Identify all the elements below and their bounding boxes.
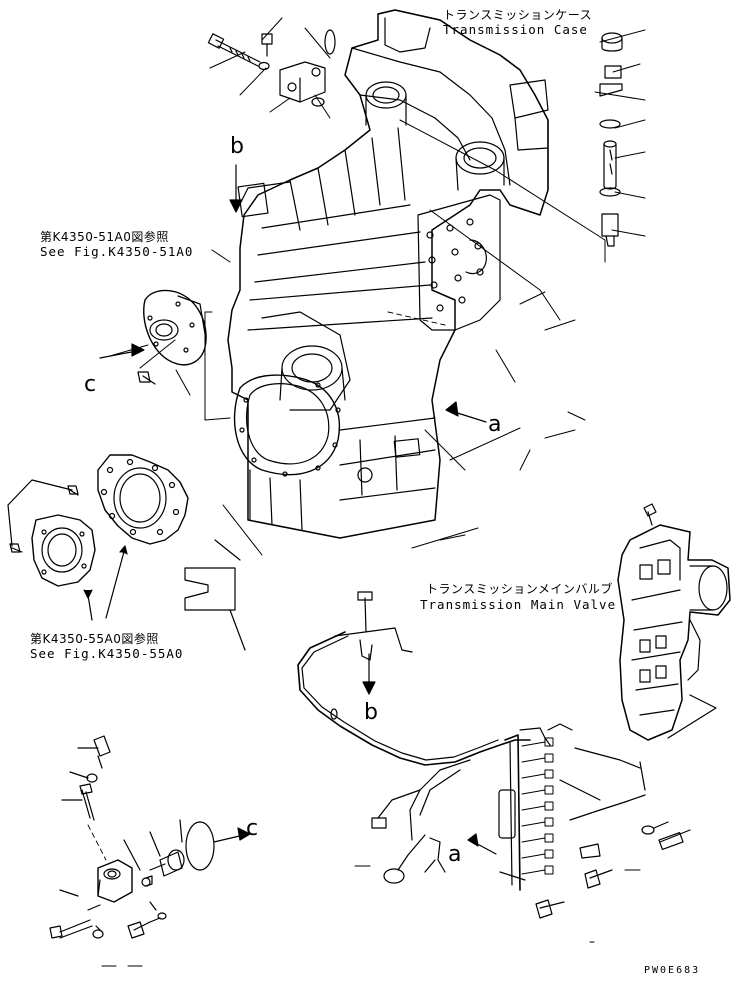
reference-letter-b-lower: b — [364, 700, 378, 725]
leader-lines — [110, 18, 645, 555]
reference-letter-c-left: c — [84, 372, 97, 397]
transmission-case-drawing — [228, 10, 548, 538]
fig51-reference-en: See Fig.K4350-51A0 — [40, 244, 194, 259]
fig55-reference-en: See Fig.K4350-55A0 — [30, 646, 184, 661]
output-flange-part — [138, 290, 206, 384]
top-left-sensor-parts — [208, 30, 335, 106]
minor-leader-ticks — [102, 866, 640, 966]
reference-letter-a-lower: a — [448, 842, 462, 867]
transmission-case-label-jp: トランスミッションケース — [443, 8, 593, 22]
main-valve-label-en: Transmission Main Valve — [420, 597, 617, 612]
fig55-reference-jp: 第K4350-55A0図参照 — [30, 632, 159, 646]
drawing-code: PW0E683 — [644, 965, 701, 976]
main-valve-part — [618, 504, 730, 740]
reference-letter-b-top: b — [230, 134, 244, 159]
pto-cover-parts — [8, 455, 245, 650]
sensor-column-parts — [600, 33, 622, 246]
reference-letter-a-right: a — [488, 412, 502, 437]
transmission-case-label-en: Transmission Case — [443, 22, 588, 37]
reference-letter-c-lower: c — [246, 816, 259, 841]
lower-left-fitting-parts — [50, 736, 250, 938]
main-valve-label-jp: トランスミッションメインバルブ — [426, 582, 613, 596]
wiring-harness-part — [298, 592, 690, 918]
fig51-reference-jp: 第K4350-51A0図参照 — [40, 230, 169, 244]
reference-arrows — [100, 165, 496, 854]
